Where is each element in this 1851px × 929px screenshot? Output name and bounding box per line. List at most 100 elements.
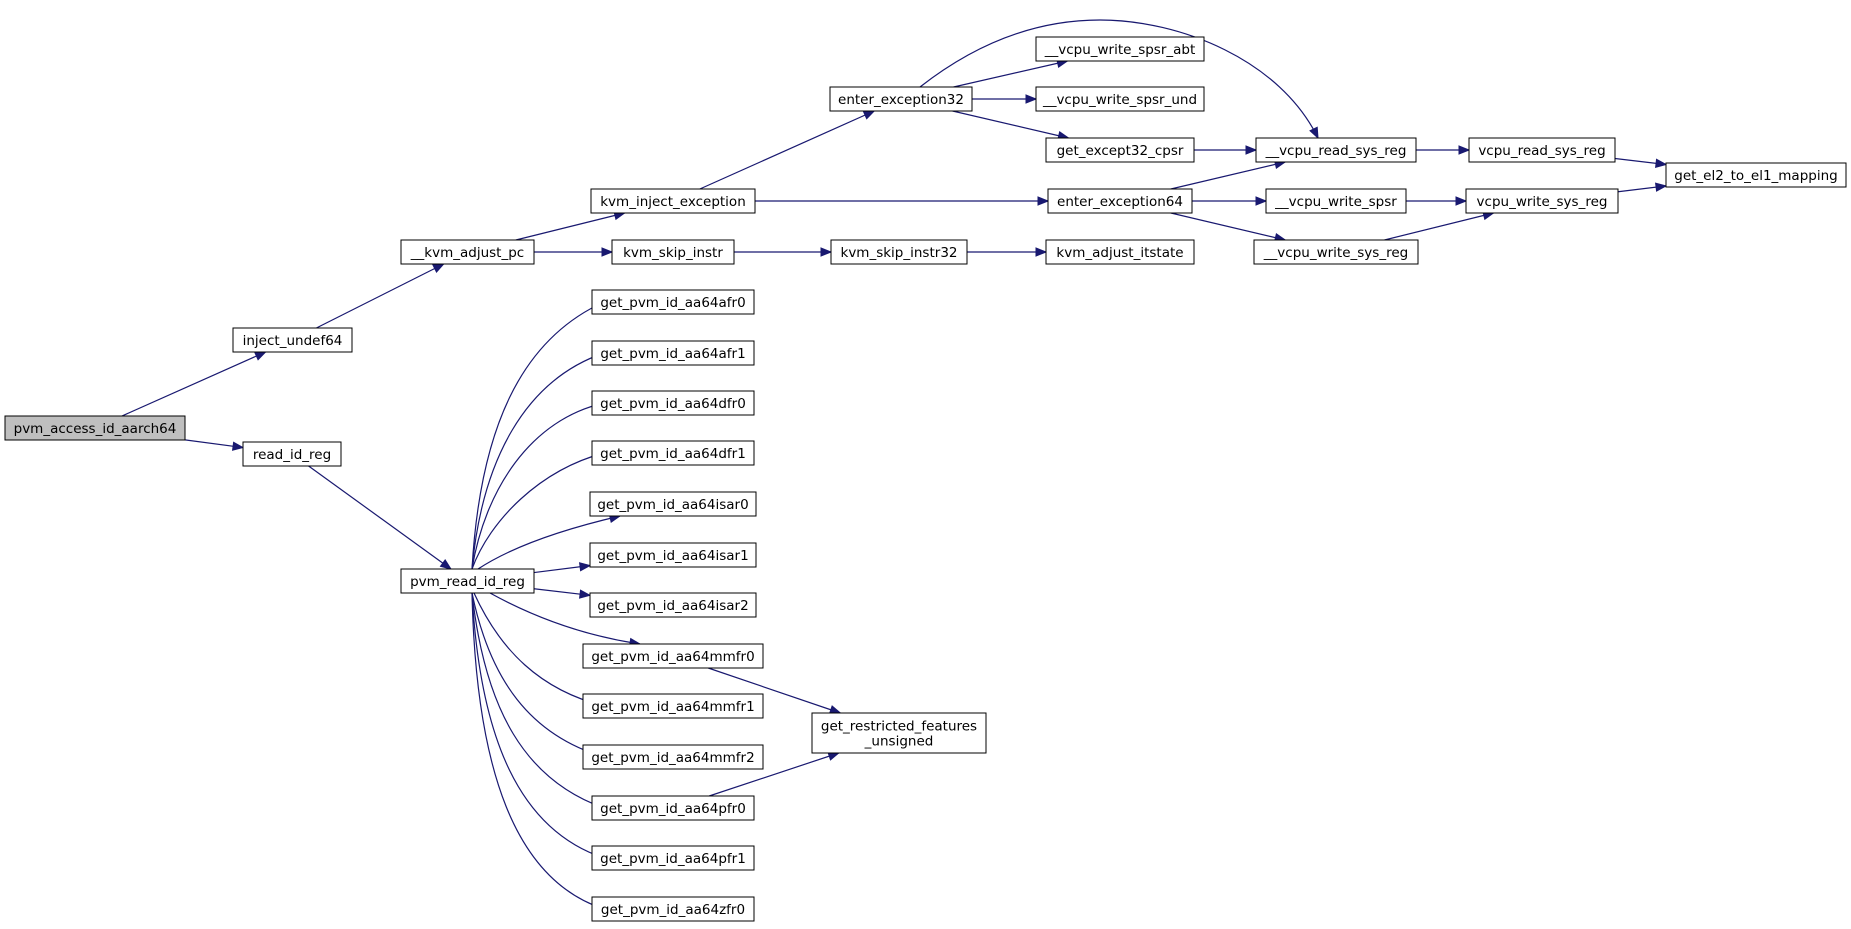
arrowhead-icon [1025,94,1038,104]
node-__kvm_adjust_pc[interactable]: __kvm_adjust_pc [400,239,535,265]
node-get_pvm_id_aa64afr1[interactable]: get_pvm_id_aa64afr1 [591,340,755,366]
node-label: kvm_skip_instr32 [841,245,958,261]
node-get_pvm_id_aa64isar0[interactable]: get_pvm_id_aa64isar0 [589,491,757,517]
node-label: kvm_adjust_itstate [1056,245,1183,261]
edge-kvm_inject_exception-to-enter_exception32 [699,110,876,190]
node-label: get_pvm_id_aa64afr0 [600,295,745,311]
node-box [1045,239,1195,265]
node-box [1465,188,1619,214]
node-kvm_adjust_itstate[interactable]: kvm_adjust_itstate [1045,239,1195,265]
node-__vcpu_write_spsr_abt[interactable]: __vcpu_write_spsr_abt [1035,36,1205,62]
node-vcpu_write_sys_reg[interactable]: vcpu_write_sys_reg [1465,188,1619,214]
node-get_pvm_id_aa64dfr0[interactable]: get_pvm_id_aa64dfr0 [591,390,755,416]
node-__vcpu_write_spsr_und[interactable]: __vcpu_write_spsr_und [1035,86,1205,112]
node-label: _unsigned [864,734,934,750]
arrowhead-icon [1037,196,1050,206]
node-box [829,86,973,112]
node-get_pvm_id_aa64mmfr0[interactable]: get_pvm_id_aa64mmfr0 [582,643,764,669]
node-label: enter_exception32 [838,92,964,108]
node-box [1255,137,1417,163]
node-__vcpu_write_sys_reg[interactable]: __vcpu_write_sys_reg [1253,239,1419,265]
node-label: get_pvm_id_aa64mmfr1 [591,699,754,715]
node-get_pvm_id_aa64zfr0[interactable]: get_pvm_id_aa64zfr0 [591,896,755,922]
node-label: vcpu_read_sys_reg [1478,143,1605,159]
arrowhead-icon [601,247,614,257]
node-get_pvm_id_aa64dfr1[interactable]: get_pvm_id_aa64dfr1 [591,440,755,466]
node-label: __vcpu_read_sys_reg [1265,143,1407,159]
node-enter_exception64[interactable]: enter_exception64 [1047,188,1193,214]
node-__vcpu_write_spsr[interactable]: __vcpu_write_spsr [1265,188,1407,214]
node-label: get_pvm_id_aa64isar2 [597,598,748,614]
node-get_restricted_features_unsigned[interactable]: get_restricted_features_unsigned [811,712,987,754]
node-get_except32_cpsr[interactable]: get_except32_cpsr [1045,137,1195,163]
node-kvm_inject_exception[interactable]: kvm_inject_exception [590,188,756,214]
node-box [591,390,755,416]
node-label: get_pvm_id_aa64dfr0 [600,396,746,412]
node-box [591,845,755,871]
node-box [582,744,764,770]
edge-layer [121,19,1668,911]
node-get_pvm_id_aa64pfr0[interactable]: get_pvm_id_aa64pfr0 [591,795,755,821]
node-label: kvm_inject_exception [600,194,746,210]
node-enter_exception32[interactable]: enter_exception32 [829,86,973,112]
arrowhead-icon [432,263,445,273]
edge-inject_undef64-to-__kvm_adjust_pc [316,263,445,329]
edge-read_id_reg-to-pvm_read_id_reg [308,465,453,570]
node-box [591,795,755,821]
node-label: read_id_reg [253,447,331,463]
node-label: get_restricted_features [821,719,977,735]
arrowhead-icon [579,589,592,599]
arrowhead-icon [862,110,876,120]
node-label: enter_exception64 [1057,194,1183,210]
edge-__vcpu_write_sys_reg-to-vcpu_write_sys_reg [1384,210,1495,241]
node-inject_undef64[interactable]: inject_undef64 [232,327,353,353]
node-get_pvm_id_aa64afr0[interactable]: get_pvm_id_aa64afr0 [591,289,755,315]
node-get_pvm_id_aa64mmfr1[interactable]: get_pvm_id_aa64mmfr1 [582,693,764,719]
edge-pvm_read_id_reg-to-get_pvm_id_aa64pfr1 [471,592,606,860]
node-pvm_access_id_aarch64[interactable]: pvm_access_id_aarch64 [4,415,186,441]
node-label: pvm_access_id_aarch64 [14,421,177,437]
node-label: get_except32_cpsr [1057,143,1184,159]
node-label: inject_undef64 [243,333,343,349]
node-box [232,327,353,353]
arrowhead-icon [820,247,833,257]
node-get_pvm_id_aa64isar1[interactable]: get_pvm_id_aa64isar1 [589,542,757,568]
node-box [1035,86,1205,112]
node-box [589,542,757,568]
node-get_pvm_id_aa64pfr1[interactable]: get_pvm_id_aa64pfr1 [591,845,755,871]
node-get_el2_to_el1_mapping[interactable]: get_el2_to_el1_mapping [1665,162,1847,188]
node-read_id_reg[interactable]: read_id_reg [242,441,342,467]
arrowhead-icon [828,705,842,715]
node-kvm_skip_instr[interactable]: kvm_skip_instr [611,239,735,265]
arrowhead-icon [439,559,453,570]
node-box [591,440,755,466]
node-vcpu_read_sys_reg[interactable]: vcpu_read_sys_reg [1468,137,1616,163]
edge-__kvm_adjust_pc-to-kvm_inject_exception [515,210,626,241]
node-box [1047,188,1193,214]
node-box [242,441,342,467]
node-kvm_skip_instr32[interactable]: kvm_skip_instr32 [830,239,968,265]
node-label: __vcpu_write_spsr [1274,194,1397,210]
edge-pvm_read_id_reg-to-get_pvm_id_aa64isar1 [533,562,592,574]
node-box [582,693,764,719]
node-label: get_pvm_id_aa64dfr1 [600,446,746,462]
node-box [1253,239,1419,265]
edge-pvm_access_id_aarch64-to-read_id_reg [184,439,245,451]
node-box [589,491,757,517]
node-box [1665,162,1847,188]
edge-get_except32_cpsr-to-__vcpu_read_sys_reg [1194,145,1258,155]
node-box [400,568,535,594]
node-box [811,712,987,754]
node-get_pvm_id_aa64isar2[interactable]: get_pvm_id_aa64isar2 [589,592,757,618]
arrowhead-icon [231,441,245,451]
edge-pvm_read_id_reg-to-get_pvm_id_aa64dfr1 [471,451,606,570]
edge-enter_exception32-to-get_except32_cpsr [952,110,1070,141]
node-label: get_pvm_id_aa64pfr1 [600,851,746,867]
edge-enter_exception64-to-__vcpu_write_spsr [1192,196,1268,206]
node-label: get_pvm_id_aa64pfr0 [600,801,746,817]
edge-__kvm_adjust_pc-to-kvm_skip_instr [534,247,614,257]
node-label: get_pvm_id_aa64mmfr0 [591,649,754,665]
node-pvm_read_id_reg[interactable]: pvm_read_id_reg [400,568,535,594]
node-get_pvm_id_aa64mmfr2[interactable]: get_pvm_id_aa64mmfr2 [582,744,764,770]
node-__vcpu_read_sys_reg[interactable]: __vcpu_read_sys_reg [1255,137,1417,163]
